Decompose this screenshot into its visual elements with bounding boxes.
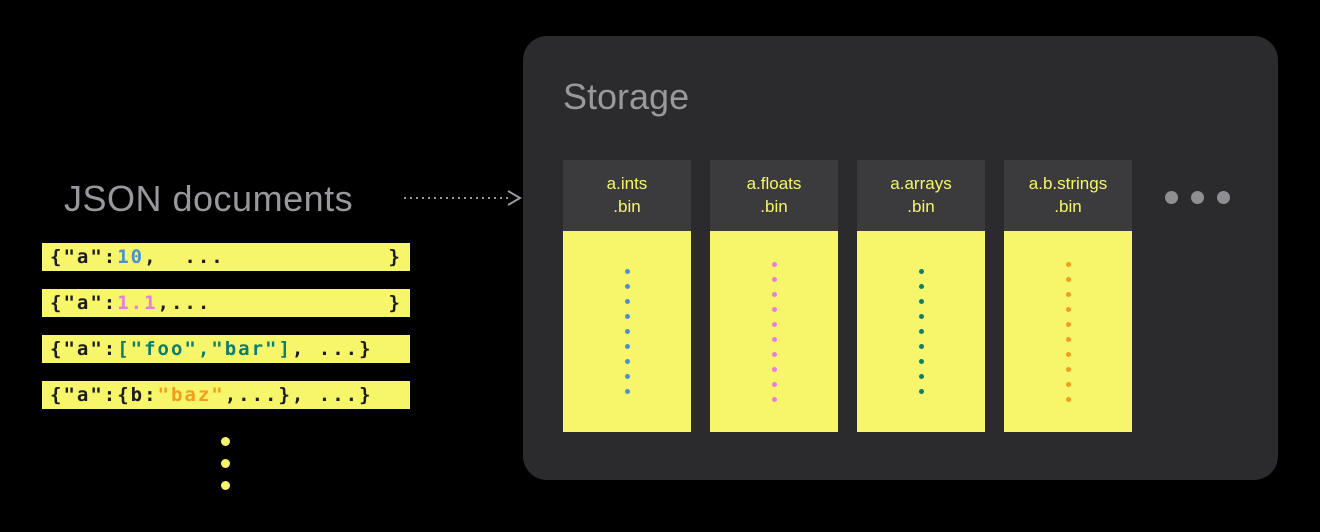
value-dot [918, 329, 924, 334]
file-name-line2: .bin [907, 196, 935, 216]
value-dot [1065, 276, 1071, 282]
code-segment: ,... [157, 292, 212, 314]
value-dot [771, 321, 777, 327]
value-dot [624, 284, 630, 289]
code-segment: {"a":{b: [50, 384, 158, 406]
file-name-label: a.arrays .bin [857, 160, 985, 231]
value-dot [918, 284, 924, 289]
value-dot [1065, 321, 1071, 327]
value-dot [918, 269, 924, 274]
storage-column: a.b.strings .bin [1004, 160, 1132, 432]
file-name-label: a.b.strings .bin [1004, 160, 1132, 231]
storage-panel: Storage a.ints .bin a.floats .bin a.arrays .b… [523, 36, 1278, 480]
value-dot [771, 351, 777, 357]
storage-column: a.floats .bin [710, 160, 838, 432]
value-dot [624, 329, 630, 334]
ellipsis-dot [1165, 191, 1178, 204]
value-dot [1065, 396, 1071, 402]
code-segment: ["foo","bar"] [117, 338, 292, 360]
code-segment: , ... [144, 246, 225, 268]
file-name-line2: .bin [760, 196, 788, 216]
arrow-icon [404, 190, 522, 206]
file-name-line1: a.arrays [890, 173, 952, 193]
code-segment: ,...}, ...} [224, 384, 373, 406]
file-name-label: a.floats .bin [710, 160, 838, 231]
code-segment: {"a": [50, 338, 118, 360]
value-dot [771, 366, 777, 372]
value-dot [918, 359, 924, 364]
storage-column: a.arrays .bin [857, 160, 985, 432]
code-segment: "baz" [157, 384, 225, 406]
value-dot [918, 314, 924, 319]
json-row-close-brace: } [388, 292, 402, 314]
value-dot [771, 336, 777, 342]
code-segment: 1.1 [117, 292, 158, 314]
json-row-code: {"a":{b:"baz",...}, ...} [50, 384, 373, 406]
json-rows: {"a":10, ...}{"a":1.1,...}{"a":["foo","b… [42, 243, 410, 409]
value-dot [771, 381, 777, 387]
ellipsis-dot [221, 459, 230, 468]
more-columns-ellipsis [1165, 191, 1230, 204]
value-dot [624, 314, 630, 319]
value-dot [771, 276, 777, 282]
value-dot [1065, 306, 1071, 312]
column-values [563, 231, 691, 432]
code-segment: , ...} [291, 338, 373, 360]
json-row: {"a":["foo","bar"], ...} [42, 335, 410, 363]
value-dot [1065, 261, 1071, 267]
value-dot [771, 306, 777, 312]
ellipsis-dot [1217, 191, 1230, 204]
ellipsis-dot [221, 437, 230, 446]
column-values [1004, 231, 1132, 432]
value-dot [624, 269, 630, 274]
file-name-line2: .bin [1054, 196, 1082, 216]
json-row-code: {"a":1.1,... [50, 292, 211, 314]
value-dot [624, 299, 630, 304]
documents-ellipsis [221, 437, 230, 490]
value-dot [624, 374, 630, 379]
storage-title: Storage [563, 76, 690, 117]
code-segment: {"a": [50, 246, 118, 268]
json-row-code: {"a":10, ... [50, 246, 225, 268]
column-values [710, 231, 838, 432]
value-dot [918, 389, 924, 394]
value-dot [624, 389, 630, 394]
value-dot [771, 396, 777, 402]
value-dot [771, 291, 777, 297]
file-name-line2: .bin [613, 196, 641, 216]
json-documents-label: JSON documents [64, 178, 354, 219]
value-dot [1065, 366, 1071, 372]
value-dot [918, 299, 924, 304]
value-dot [918, 344, 924, 349]
json-row-code: {"a":["foo","bar"], ...} [50, 338, 373, 360]
file-name-line1: a.b.strings [1028, 173, 1108, 193]
code-segment: 10 [117, 246, 145, 268]
json-row-close-brace: } [388, 246, 402, 268]
file-name-line1: a.ints [606, 173, 648, 193]
value-dot [1065, 291, 1071, 297]
value-dot [1065, 381, 1071, 387]
value-dot [624, 359, 630, 364]
json-row: {"a":{b:"baz",...}, ...} [42, 381, 410, 409]
value-dot [1065, 336, 1071, 342]
ellipsis-dot [221, 481, 230, 490]
storage-column: a.ints .bin [563, 160, 691, 432]
file-name-line1: a.floats [746, 173, 802, 193]
file-name-label: a.ints .bin [563, 160, 691, 231]
column-values [857, 231, 985, 432]
value-dot [771, 261, 777, 267]
code-segment: {"a": [50, 292, 118, 314]
value-dot [624, 344, 630, 349]
json-row: {"a":10, ...} [42, 243, 410, 271]
json-row: {"a":1.1,...} [42, 289, 410, 317]
value-dot [1065, 351, 1071, 357]
ellipsis-dot [1191, 191, 1204, 204]
value-dot [918, 374, 924, 379]
